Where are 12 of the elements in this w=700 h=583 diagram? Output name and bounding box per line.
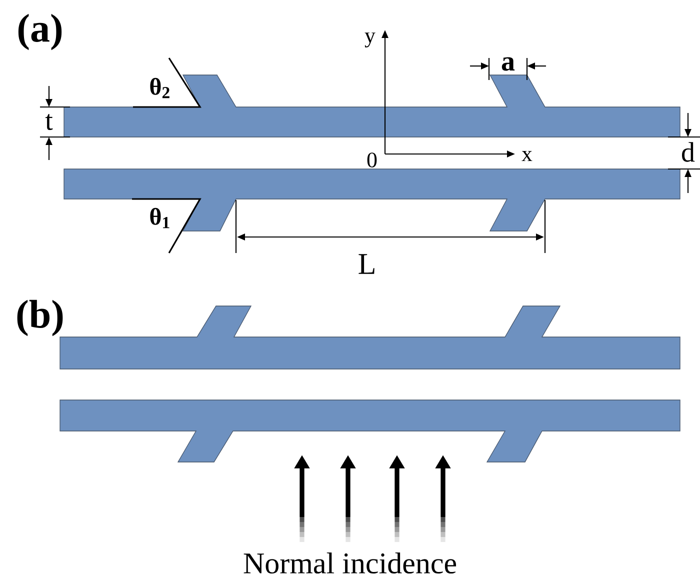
axis-label: y: [364, 32, 376, 48]
angle-label: θ$_{2}$: [150, 78, 170, 98]
dimension-label: a: [502, 57, 515, 71]
dimension-label: t: [45, 114, 53, 130]
angle-label: θ$_{1}$: [150, 208, 170, 228]
dimension-label: L: [358, 254, 374, 274]
axis-label: x: [522, 150, 532, 162]
dimension-label: d: [682, 142, 695, 162]
origin-label: 0: [367, 152, 377, 168]
panel-label: (a): [18, 14, 62, 50]
panel-label: (b): [17, 300, 63, 336]
caption-text: Normal incidence: [244, 552, 456, 574]
